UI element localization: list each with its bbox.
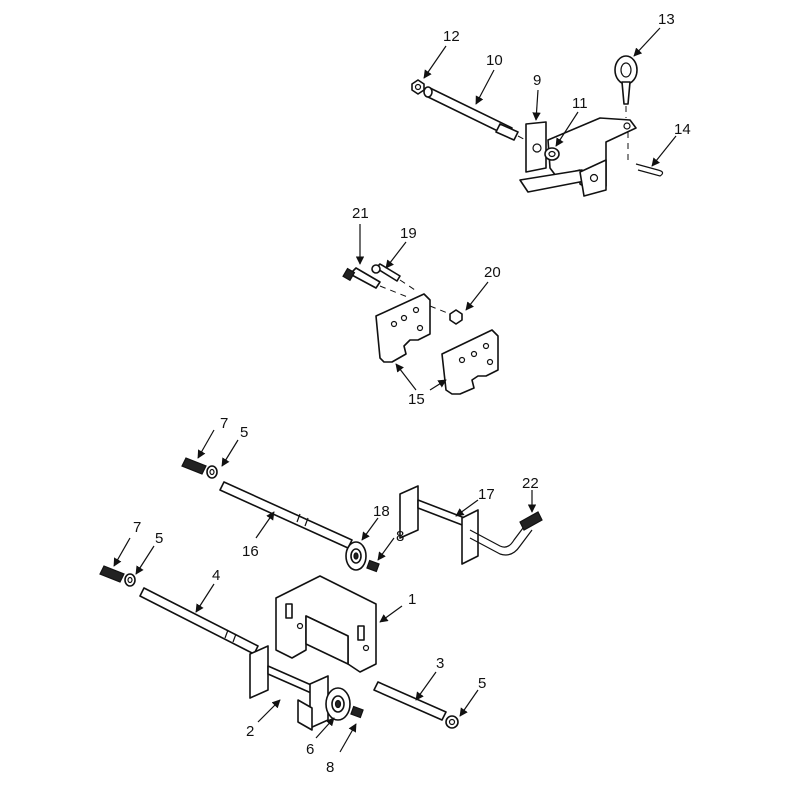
callout-20: 20: [465, 264, 501, 311]
svg-text:20: 20: [484, 264, 501, 281]
part-5-washer-lower-right: [445, 715, 459, 729]
svg-text:2: 2: [246, 723, 254, 740]
svg-text:1: 1: [408, 591, 416, 608]
svg-text:4: 4: [212, 567, 220, 584]
callout-12: 12: [423, 28, 460, 79]
part-22-grip: [519, 511, 543, 531]
svg-text:16: 16: [242, 543, 259, 560]
svg-text:10: 10: [486, 52, 503, 69]
svg-text:21: 21: [352, 205, 369, 222]
callout-2: 2: [246, 699, 281, 740]
callout-15: 15: [395, 363, 447, 408]
callouts: 1 2 3 4 5 5 5 6: [113, 11, 691, 776]
part-21-bolt: [342, 267, 381, 289]
callout-16: 16: [242, 511, 275, 560]
callout-8-lower: 8: [326, 723, 357, 776]
callout-4: 4: [195, 567, 220, 613]
svg-text:13: 13: [658, 11, 675, 28]
callout-7-left: 7: [113, 519, 141, 567]
svg-text:15: 15: [408, 391, 425, 408]
part-13-eye-pin: [614, 55, 638, 105]
part-1-housing: [275, 575, 377, 673]
svg-text:19: 19: [400, 225, 417, 242]
callout-13: 13: [633, 11, 675, 57]
housing-assembly: [99, 565, 459, 731]
svg-text:5: 5: [155, 530, 163, 547]
svg-text:7: 7: [220, 415, 228, 432]
part-11-bushing: [544, 147, 560, 161]
callout-21: 21: [352, 205, 369, 265]
callout-5-left: 5: [135, 530, 163, 575]
callout-11: 11: [555, 95, 588, 147]
callout-8-upper: 8: [377, 528, 404, 561]
svg-text:18: 18: [373, 503, 390, 520]
svg-text:3: 3: [436, 655, 444, 672]
svg-text:8: 8: [326, 759, 334, 776]
svg-text:5: 5: [478, 675, 486, 692]
svg-text:11: 11: [572, 95, 588, 112]
part-7-spring-upper: [181, 457, 207, 475]
svg-text:12: 12: [443, 28, 460, 45]
part-15-plate-left: [375, 293, 431, 363]
part-14-hairpin-clip: [635, 163, 664, 177]
lever-assembly: [181, 457, 543, 573]
svg-text:17: 17: [478, 486, 495, 503]
part-20-nut: [449, 309, 463, 325]
callout-7-top: 7: [197, 415, 228, 459]
part-19-bolt: [371, 263, 401, 282]
part-10-pin: [423, 86, 519, 141]
svg-text:22: 22: [522, 475, 539, 492]
part-17-lever: [399, 485, 533, 565]
hitch-assembly: [411, 55, 664, 197]
svg-text:6: 6: [306, 741, 314, 758]
callout-6: 6: [306, 717, 335, 758]
part-2-lever-bracket: [249, 645, 329, 731]
hitch-drawbar: [519, 117, 637, 197]
part-3-shaft: [373, 681, 447, 721]
svg-text:7: 7: [133, 519, 141, 536]
part-5-washer-upper: [206, 465, 218, 479]
part-7-spring-lower: [99, 565, 125, 583]
callout-1: 1: [379, 591, 416, 623]
callout-18: 18: [361, 503, 390, 541]
part-4-shaft: [139, 587, 259, 655]
callout-3: 3: [415, 655, 444, 701]
callout-19: 19: [385, 225, 417, 269]
part-16-shaft: [219, 481, 353, 549]
callout-5-right: 5: [459, 675, 486, 717]
svg-text:8: 8: [396, 528, 404, 545]
part-6-pulley: [325, 687, 351, 721]
svg-text:9: 9: [533, 72, 541, 89]
callout-22: 22: [522, 475, 539, 513]
part-8-setscrew-lower: [350, 705, 364, 719]
part-5-washer-lower-left: [124, 573, 136, 587]
part-12-nut: [411, 79, 425, 95]
callout-17: 17: [455, 486, 495, 517]
callout-9: 9: [532, 72, 541, 121]
part-9-bracket: [525, 121, 547, 173]
part-15-plate-right: [441, 329, 499, 395]
callout-10: 10: [475, 52, 503, 105]
callout-5-top: 5: [221, 424, 248, 467]
svg-text:14: 14: [674, 121, 691, 138]
callout-14: 14: [651, 121, 691, 167]
part-18-pulley: [345, 541, 367, 571]
svg-text:5: 5: [240, 424, 248, 441]
plate-assembly: [342, 263, 499, 395]
part-8-setscrew-upper: [366, 559, 380, 573]
